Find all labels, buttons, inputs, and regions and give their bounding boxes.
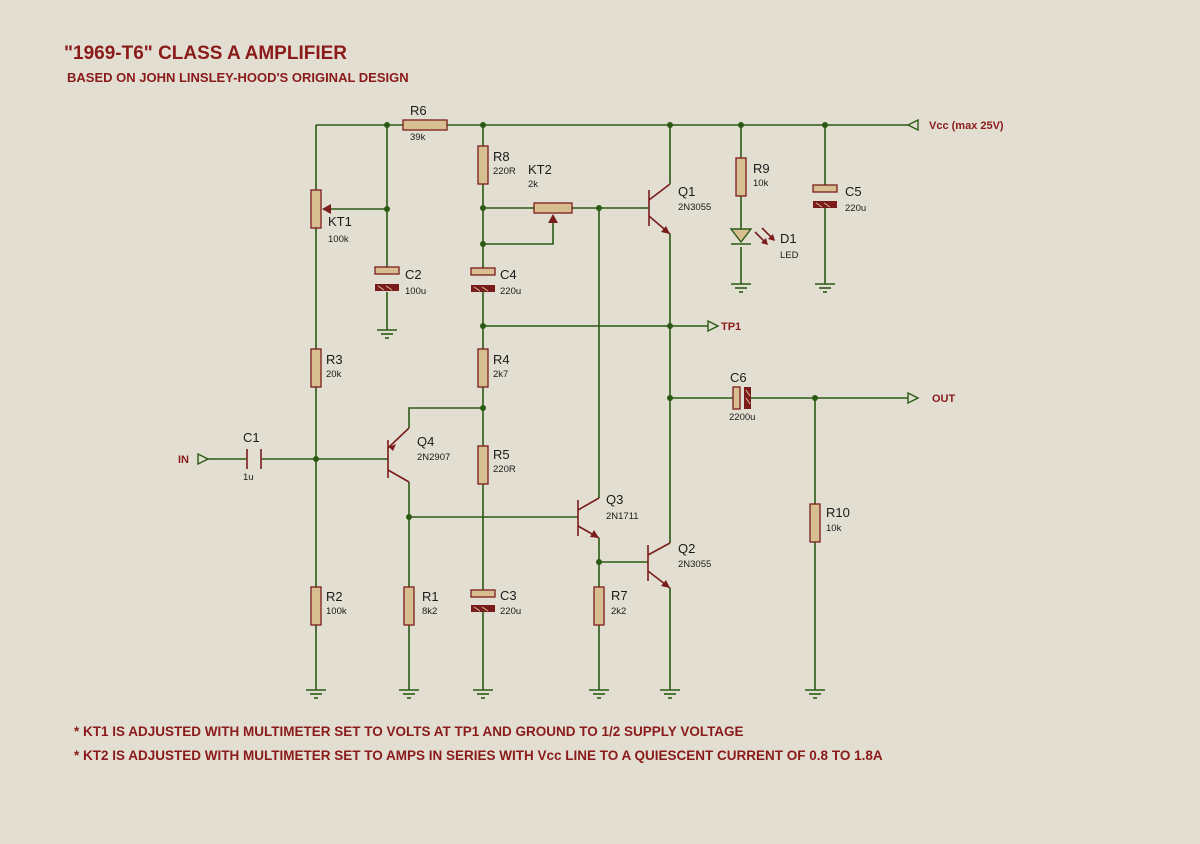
svg-text:100k: 100k xyxy=(328,234,349,245)
capacitor-C6: C6 2200u xyxy=(729,370,755,423)
svg-text:D1: D1 xyxy=(780,231,797,246)
svg-text:R3: R3 xyxy=(326,352,343,367)
ground-icon xyxy=(376,321,398,339)
svg-text:R10: R10 xyxy=(826,505,850,520)
resistor-R3: R3 20k xyxy=(310,348,343,388)
svg-text:C3: C3 xyxy=(500,588,517,603)
svg-text:KT1: KT1 xyxy=(328,214,352,229)
ground-icon xyxy=(305,681,327,699)
svg-text:2200u: 2200u xyxy=(729,412,755,423)
transistor-Q1: Q1 2N3055 xyxy=(643,183,711,235)
svg-text:OUT: OUT xyxy=(932,393,956,405)
svg-text:20k: 20k xyxy=(326,369,342,380)
svg-text:Q2: Q2 xyxy=(678,541,695,556)
ground-symbols xyxy=(305,275,836,699)
svg-text:LED: LED xyxy=(780,250,799,261)
svg-text:2N2907: 2N2907 xyxy=(417,452,450,463)
svg-text:8k2: 8k2 xyxy=(422,606,437,617)
ground-icon xyxy=(659,681,681,699)
svg-text:Vcc (max 25V): Vcc (max 25V) xyxy=(929,120,1004,132)
svg-text:Q4: Q4 xyxy=(417,434,434,449)
resistor-R1: R1 8k2 xyxy=(403,586,439,626)
svg-text:2k2: 2k2 xyxy=(611,606,626,617)
svg-text:Q3: Q3 xyxy=(606,492,623,507)
resistor-R4: R4 2k7 xyxy=(477,348,510,388)
svg-text:C2: C2 xyxy=(405,267,422,282)
transistor-Q4: Q4 2N2907 xyxy=(387,427,450,483)
svg-text:C5: C5 xyxy=(845,184,862,199)
svg-text:100u: 100u xyxy=(405,286,426,297)
port-in: IN xyxy=(178,452,210,466)
resistor-R6: R6 39k xyxy=(402,103,448,143)
svg-text:2k: 2k xyxy=(528,179,538,190)
svg-text:100k: 100k xyxy=(326,606,347,617)
svg-text:2N3055: 2N3055 xyxy=(678,202,711,213)
ground-icon xyxy=(804,681,826,699)
svg-text:220u: 220u xyxy=(500,606,521,617)
svg-text:Q1: Q1 xyxy=(678,184,695,199)
ground-icon xyxy=(814,275,836,293)
resistor-R8: R8 220R xyxy=(477,145,516,185)
port-out: OUT xyxy=(907,391,956,405)
svg-text:220u: 220u xyxy=(845,203,866,214)
resistor-R2: R2 100k xyxy=(310,586,347,626)
svg-text:220R: 220R xyxy=(493,464,516,475)
svg-text:KT2: KT2 xyxy=(528,162,552,177)
resistor-R9: R9 10k xyxy=(735,157,770,197)
svg-text:C4: C4 xyxy=(500,267,517,282)
adjustment-note-kt2: * KT2 IS ADJUSTED WITH MULTIMETER SET TO… xyxy=(74,748,883,763)
svg-text:R7: R7 xyxy=(611,588,628,603)
ground-icon xyxy=(398,681,420,699)
svg-text:TP1: TP1 xyxy=(721,321,741,333)
svg-text:R8: R8 xyxy=(493,149,510,164)
transistor-Q3: Q3 2N1711 xyxy=(577,492,639,539)
capacitor-C2: C2 100u xyxy=(374,266,426,297)
svg-text:10k: 10k xyxy=(753,178,769,189)
svg-text:C6: C6 xyxy=(730,370,747,385)
capacitor-C5: C5 220u xyxy=(812,184,866,214)
svg-text:IN: IN xyxy=(178,454,189,466)
svg-text:R5: R5 xyxy=(493,447,510,462)
svg-text:220R: 220R xyxy=(493,166,516,177)
page-subtitle: BASED ON JOHN LINSLEY-HOOD'S ORIGINAL DE… xyxy=(67,70,409,85)
svg-text:R1: R1 xyxy=(422,589,439,604)
capacitor-C1: C1 1u xyxy=(243,430,262,483)
transistor-Q2: Q2 2N3055 xyxy=(647,541,711,589)
svg-text:2N1711: 2N1711 xyxy=(606,511,639,522)
ground-icon xyxy=(472,681,494,699)
wires xyxy=(208,124,908,682)
ground-icon xyxy=(730,275,752,293)
svg-text:1u: 1u xyxy=(243,472,254,483)
adjustment-note-kt1: * KT1 IS ADJUSTED WITH MULTIMETER SET TO… xyxy=(74,724,744,739)
svg-text:10k: 10k xyxy=(826,523,842,534)
svg-text:R6: R6 xyxy=(410,103,427,118)
led-D1: D1 LED xyxy=(729,227,799,261)
capacitor-C4: C4 220u xyxy=(470,267,521,297)
resistor-R7: R7 2k2 xyxy=(593,586,628,626)
ground-icon xyxy=(588,681,610,699)
svg-text:C1: C1 xyxy=(243,430,260,445)
svg-text:R2: R2 xyxy=(326,589,343,604)
port-tp1: TP1 xyxy=(707,319,741,333)
capacitor-C3: C3 220u xyxy=(470,588,521,617)
page-title: "1969-T6" CLASS A AMPLIFIER xyxy=(64,43,348,64)
junction-dots xyxy=(313,122,828,565)
svg-text:2k7: 2k7 xyxy=(493,369,508,380)
resistor-R10: R10 10k xyxy=(809,503,850,543)
port-vcc: Vcc (max 25V) xyxy=(906,118,1004,132)
svg-text:R9: R9 xyxy=(753,161,770,176)
resistor-R5: R5 220R xyxy=(477,445,516,485)
svg-text:R4: R4 xyxy=(493,352,510,367)
potentiometer-KT1: KT1 100k xyxy=(310,189,352,245)
svg-text:2N3055: 2N3055 xyxy=(678,559,711,570)
svg-text:39k: 39k xyxy=(410,132,426,143)
potentiometer-KT2: KT2 2k xyxy=(528,162,573,223)
svg-text:220u: 220u xyxy=(500,286,521,297)
